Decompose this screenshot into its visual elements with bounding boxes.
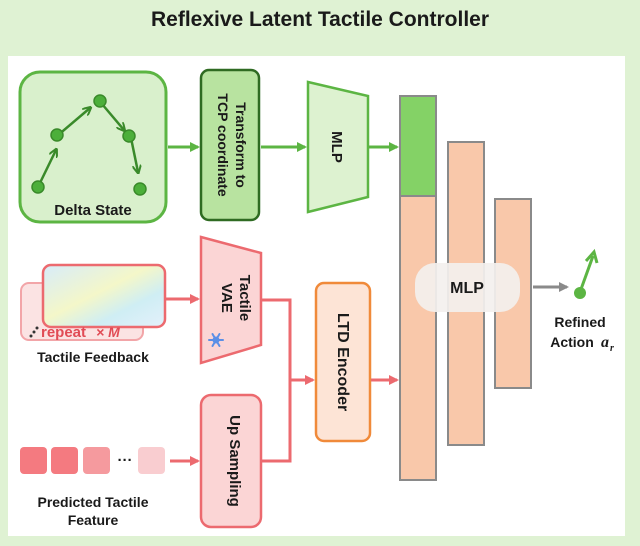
tactile-feedback-label: Tactile Feedback: [37, 349, 149, 365]
bar-layer-1: [399, 195, 437, 481]
feature-bars: MLP: [399, 95, 532, 481]
up-sampling-block: Up Sampling: [199, 393, 263, 529]
refined-symbol: a: [601, 334, 609, 351]
delta-state-label: Delta State: [54, 202, 132, 219]
merge-connector: [262, 298, 315, 463]
predicted-label-line2: Feature: [68, 512, 119, 528]
diagram-title: Reflexive Latent Tactile Controller: [150, 8, 490, 31]
feature-square: [51, 447, 78, 474]
repeat-label: repeat: [41, 324, 86, 341]
ltd-encoder-label: LTD Encoder: [334, 313, 351, 411]
refined-subscript: r: [610, 343, 614, 354]
tactile-vae-label-line2: VAE: [218, 283, 235, 313]
tactile-feedback-images: repeat × M Tactile Feedback: [20, 263, 167, 365]
tactile-vae-label-line1: Tactile: [236, 275, 253, 321]
repeat-badge: repeat × M: [29, 324, 120, 341]
delta-state-block: Delta State: [18, 70, 168, 224]
refined-label-line1: Refined: [554, 314, 605, 330]
mlp-main-overlay: [415, 263, 520, 312]
feature-square: [83, 447, 110, 474]
refined-label-line2: Action: [550, 334, 594, 350]
trajectory-icon: [31, 94, 147, 196]
up-sampling-label: Up Sampling: [226, 415, 243, 507]
refined-action-icon: [574, 248, 599, 299]
feature-square: [20, 447, 47, 474]
transform-tcp-block: Transform to TCP coordinate: [199, 68, 261, 222]
repeat-times: × M: [96, 324, 120, 340]
feature-square: [138, 447, 165, 474]
tactile-vae-block: Tactile VAE: [199, 235, 263, 365]
bar-green-segment: [399, 95, 437, 197]
predicted-label-line1: Predicted Tactile: [37, 494, 148, 510]
mlp-main-label: MLP: [450, 280, 484, 297]
transform-label-line1: Transform to: [233, 102, 249, 188]
feature-ellipsis: ···: [118, 452, 133, 469]
snowflake-icon: [208, 333, 224, 347]
transform-label-line2: TCP coordinate: [215, 93, 231, 196]
predicted-tactile-feature: ··· Predicted Tactile Feature: [20, 447, 165, 528]
ltd-encoder-block: LTD Encoder: [314, 281, 372, 443]
mlp-top-label: MLP: [328, 131, 345, 163]
mlp-top-block: MLP: [306, 80, 370, 214]
